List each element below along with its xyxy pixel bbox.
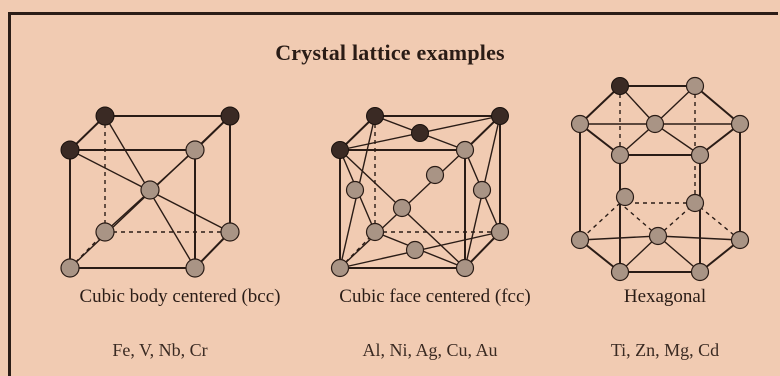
hexagonal-caption: Hexagonal — [623, 286, 707, 307]
hexagonal-lattice-icon — [570, 76, 750, 282]
fcc-caption: Cubic face centered (fcc) — [339, 286, 531, 307]
fcc-lattice-icon — [330, 107, 510, 278]
figure-title: Crystal lattice examples — [275, 40, 505, 65]
hexagonal-metals: Ti, Zn, Mg, Cd — [610, 340, 720, 360]
figure-frame — [8, 12, 778, 376]
bcc-lattice-icon — [60, 106, 240, 278]
bcc-metals: Fe, V, Nb, Cr — [112, 340, 208, 360]
fcc-metals: Al, Ni, Ag, Cu, Au — [362, 340, 498, 360]
bcc-caption: Cubic body centered (bcc) — [79, 286, 281, 307]
